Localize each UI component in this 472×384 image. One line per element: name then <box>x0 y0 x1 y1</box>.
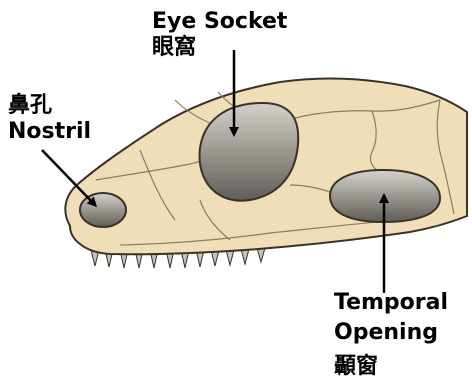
tooth <box>226 250 234 265</box>
temporal-opening-label-en-2: Opening <box>334 320 448 346</box>
temporal-opening-label: Temporal Opening 顳窗 <box>334 290 448 380</box>
eye-socket-label: Eye Socket 眼窩 <box>152 9 287 61</box>
eye-socket-label-en: Eye Socket <box>152 9 287 35</box>
tooth <box>257 248 265 262</box>
temporal-opening-label-en-1: Temporal <box>334 290 448 316</box>
eye-socket-label-zh: 眼窩 <box>152 35 287 61</box>
nostril-label: 鼻孔 Nostril <box>8 93 91 145</box>
temporal-opening-label-zh: 顳窗 <box>334 354 448 380</box>
tooth <box>241 249 249 264</box>
nostril-label-zh: 鼻孔 <box>8 93 91 119</box>
nostril-label-en: Nostril <box>8 119 91 145</box>
